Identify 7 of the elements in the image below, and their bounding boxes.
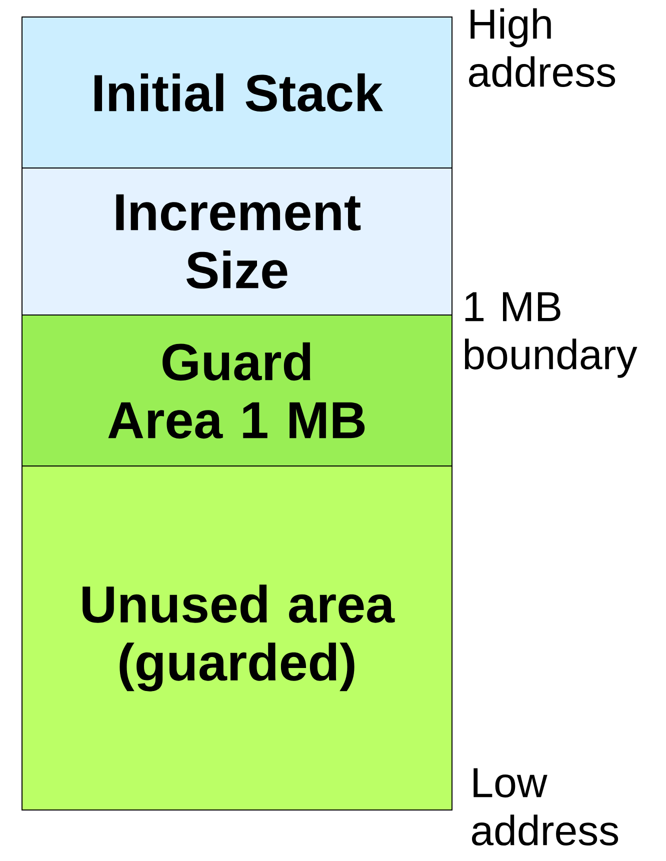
- memory-region: Increment Size: [22, 168, 452, 316]
- address-label: High address: [469, 8, 616, 88]
- memory-region: Guard Area 1 MB: [22, 314, 452, 466]
- address-label: Low address: [472, 768, 618, 846]
- memory-region: Initial Stack: [22, 16, 452, 168]
- memory-region: Unused area (guarded): [22, 466, 452, 810]
- address-label: 1 MB boundary: [464, 292, 638, 378]
